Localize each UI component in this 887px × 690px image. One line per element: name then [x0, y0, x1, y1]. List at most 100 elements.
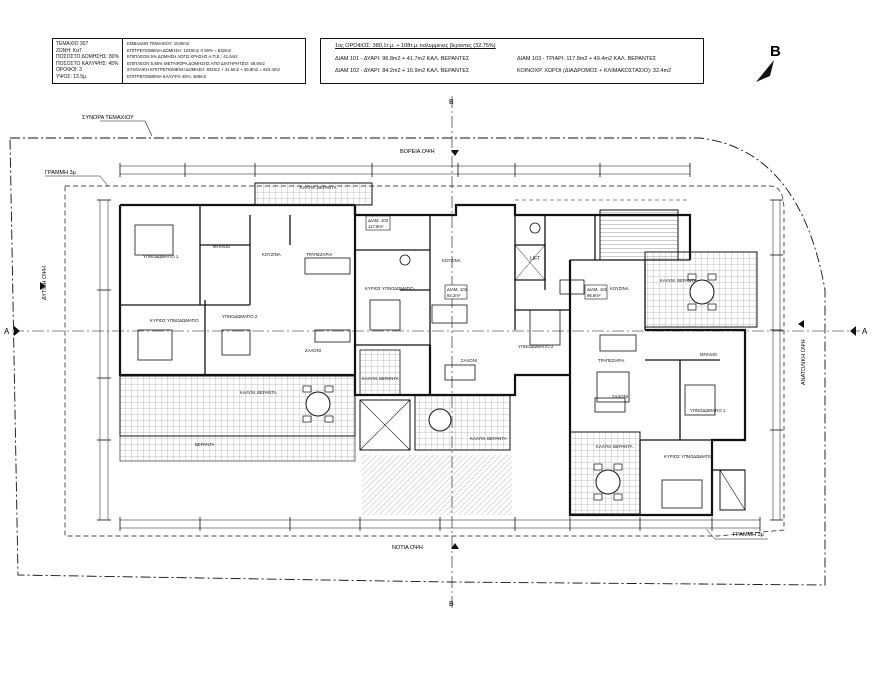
room-label: ΚΟΥΖΙΝΑ [442, 258, 461, 263]
line-3m-label: ΓΡΑΜΜΗ 3μ [45, 170, 76, 176]
room-label: ΚΥΡΙΟΣ ΥΠΝΟΔΩΜΑΤΙΟ [365, 286, 414, 291]
dimension-ticks [97, 163, 783, 531]
apt-103-summary: ΔΙΑΜ 103 - ΤΡΙΑΡΙ: 117.8m2 + 49.4m2 ΚΑΛ.… [517, 56, 657, 62]
room-label: ΚΑΛΥΜ. ΒΕΡΑΝΤΑ [596, 444, 633, 449]
apt-103-tag-box [365, 215, 391, 231]
apt-103-area: 117.8m² [368, 224, 384, 229]
void-shaft-se [719, 469, 746, 511]
view-arrow-icon [451, 543, 459, 549]
room-label: ΚΥΡΙΟΣ ΥΠΝΟΔΩΜΑΤΙΟ [150, 318, 199, 323]
plot-info-values: ΕΜΒΑΔΟΝ ΤΕΜΑΧΙΟΥ: 1040m2 ΕΠΙΤΡΕΠΟΜΕΝΗ ΔΟ… [125, 39, 303, 83]
info-value: ΕΠΙΤΡΕΠΟΜΕΝΗ ΔΟΜΗΣΗ: 1040m2 X 80% = 832m… [127, 47, 231, 53]
plot-info-labels: ΤΕΜΑΧΙΟ 307 ΖΩΝΗ: Κα7 ΠΟΣΟΣΤΟ ΔΟΜΗΣΗΣ: 8… [53, 39, 123, 83]
info-value: ΣΥΝΟΛΙΚΗ ΕΠΙΤΡΕΠΟΜΕΝΗ ΔΟΜΗΣΗ: 832m2 + 41… [127, 67, 280, 73]
furniture-tables [304, 257, 637, 413]
stair-strips [362, 455, 512, 515]
room-label: LIFT [530, 256, 540, 262]
info-line: ΟΡΟΦΟΙ: 3 [56, 67, 82, 74]
room-label: ΣΑΛΟΝΙ [612, 394, 628, 399]
lift-cross [514, 244, 546, 281]
apt-101-area: 96.8m² [587, 293, 601, 298]
room-label: ΚΟΥΖΙΝΑ [610, 286, 629, 291]
room-label: ΚΥΡΙΟΣ ΥΠΝΟΔΩΜΑΤΙΟ [664, 454, 713, 459]
info-line: ΠΟΣΟΣΤΟ ΚΑΛΥΨΗΣ: 45% [56, 60, 119, 67]
lift-shaft [514, 244, 546, 281]
info-value: ΕΠΙΠΛΕΟΝ 5,85% ΜΕΤΑΦΟΡΑ ΔΟΜΗΣΗΣ ΑΠΟ ΔΙΑΤ… [127, 60, 265, 66]
line-3m-label-2: ΓΡΑΜΜΗ 3μ [733, 532, 764, 538]
room-label: ΜΠΑΝΙΟ [213, 244, 231, 249]
section-a-left: A [4, 327, 10, 336]
north-arrow: B [756, 43, 781, 82]
room-label: ΥΠΝΟΔΩΜΑΤΙΟ 1 [690, 408, 726, 413]
room-label: ΣΑΛΟΝΙ [461, 358, 477, 363]
room-label: ΚΟΥΖΙΝΑ [262, 252, 281, 257]
info-line: ΠΟΣΟΣΤΟ ΔΟΜΗΣΗΣ: 80% [56, 54, 120, 61]
veranda-north [254, 182, 373, 206]
veranda-chairs [302, 273, 717, 501]
info-line: ΖΩΝΗ: Κα7 [56, 47, 82, 54]
line-3m-leader [99, 175, 109, 187]
floor-summary-title: 1ος ΟΡΟΦΟΣ: 380.1τ.μ. + 108τ.μ. καλυμμεν… [335, 43, 496, 49]
room-label: ΚΑΛΥΜ. ΒΕΡΑΝΤΑ [660, 278, 697, 283]
boundary-leader [144, 120, 153, 137]
apt-102-summary: ΔΙΑΜ 102 - ΔΥΑΡΙ: 84.2m2 + 16.9m2 ΚΑΛ. Β… [335, 68, 470, 74]
wheelchair-icon [399, 222, 541, 266]
info-line: ΥΨΟΣ: 13.5μ. [56, 73, 88, 80]
furniture-beds [134, 224, 716, 509]
room-label: ΥΠΝΟΔΩΜΑΤΙΟ 2 [518, 344, 554, 349]
room-label: ΤΡΑΠΕΖΑΡΙΑ [598, 358, 625, 363]
view-arrow-icon [40, 282, 46, 290]
apt-101-tag: ΔΙΑΜ. 101 [587, 287, 608, 292]
south-view-label: ΝΟΤΙΑ ΟΨΗ [392, 545, 423, 551]
void-shaft [359, 399, 411, 451]
room-label: ΚΑΛΥΜ. ΒΕΡΑΝΤΑ [240, 390, 277, 395]
apt-101-summary: ΔΙΑΜ 101 - ΔΥΑΡΙ: 96.8m2 + 41.7m2 ΚΑΛ. Β… [335, 56, 470, 62]
apt-102-area: 84.2m² [447, 293, 461, 298]
room-label: ΥΠΝΟΔΩΜΑΤΙΟ 1 [143, 254, 179, 259]
three-meter-line [64, 185, 785, 537]
view-arrow-icon [798, 320, 804, 328]
apt-103-tag: ΔΙΑΜ. 103 [368, 218, 389, 223]
room-labels: ΥΠΝΟΔΩΜΑΤΙΟ 1 ΜΠΑΝΙΟ ΚΟΥΖΙΝΑ ΤΡΑΠΕΖΑΡΙΑ … [143, 185, 726, 459]
floor-summary-table: 1ος ΟΡΟΦΟΣ: 380.1τ.μ. + 108τ.μ. καλυμμεν… [320, 38, 704, 84]
west-view-label: ΔΥΤΙΚΗ ΟΨΗ [42, 266, 48, 300]
room-label: ΚΑΛΥΜ. ΒΕΡΑΝΤΑ [300, 185, 337, 190]
plot-info-table: ΤΕΜΑΧΙΟ 307 ΖΩΝΗ: Κα7 ΠΟΣΟΣΤΟ ΔΟΜΗΣΗΣ: 8… [52, 38, 306, 84]
room-label: ΜΠΑΝΙΟ [700, 352, 718, 357]
room-label: ΚΑΛΥΜ. ΒΕΡΑΝΤΑ [362, 376, 399, 381]
east-view-label: ΑΝΑΤΟΛΙΚΗ ΟΨΗ [801, 339, 807, 385]
apt-101-tag-box [584, 284, 608, 300]
void-cross [359, 399, 411, 451]
boundary-label: ΣΥΝΟΡΑ ΤΕΜΑΧΙΟΥ [82, 115, 134, 121]
apt-102-tag-box [444, 284, 468, 300]
section-b-top: B [449, 99, 454, 106]
section-arrow-icon [850, 326, 856, 336]
veranda-mid-left [359, 349, 401, 396]
veranda-west-lower [119, 435, 356, 462]
info-value: ΕΠΙΤΡΕΠΟΜΕΝΗ ΚΑΛΥΨΗ 45%: 468m2 [127, 73, 206, 79]
north-letter: B [770, 43, 781, 60]
void-cross [719, 469, 746, 511]
north-view-label: ΒΟΡΕΙΑ ΟΨΗ [400, 149, 435, 155]
info-value: ΕΠΙΠΛΕΟΝ 5% ΔΟΜΗΣΗ ΛΟΓΩ ΧΡΗΣΗΣ Α.Π.Ε.: 4… [127, 54, 238, 60]
stair-core [599, 209, 679, 261]
section-b-bottom: B [449, 601, 454, 608]
info-value: ΕΜΒΑΔΟΝ ΤΕΜΑΧΙΟΥ: 1040m2 [127, 41, 190, 46]
room-label: ΒΕΡΑΝΤΑ [195, 442, 215, 447]
room-label: ΤΡΑΠΕΖΑΡΙΑ [306, 252, 333, 257]
north-arrow-icon [756, 60, 774, 82]
room-label: ΥΠΝΟΔΩΜΑΤΙΟ 2 [222, 314, 258, 319]
veranda-tables [305, 279, 715, 495]
room-label: ΣΑΛΟΝΙ [305, 348, 321, 353]
info-line: ΤΕΜΑΧΙΟ 307 [56, 41, 89, 47]
view-arrow-icon [451, 150, 459, 156]
section-a-right: A [862, 327, 868, 336]
line-3m-leader [705, 528, 716, 540]
common-area-summary: ΚΟΙΝΟΧΡ. ΧΩΡΟΙ (ΔΙΑΔΡΟΜΟΣ + ΚΛΙΜΑΚΟΣΤΑΣΙ… [517, 68, 672, 74]
apartment-tags: ΔΙΑΜ. 103 117.8m² ΔΙΑΜ. 102 84.2m² ΔΙΑΜ.… [365, 215, 608, 300]
room-label: ΚΑΛΥΜ. ΒΕΡΑΝΤΑ [470, 436, 507, 441]
section-arrow-icon [14, 326, 20, 336]
apt-102-tag: ΔΙΑΜ. 102 [447, 287, 468, 292]
